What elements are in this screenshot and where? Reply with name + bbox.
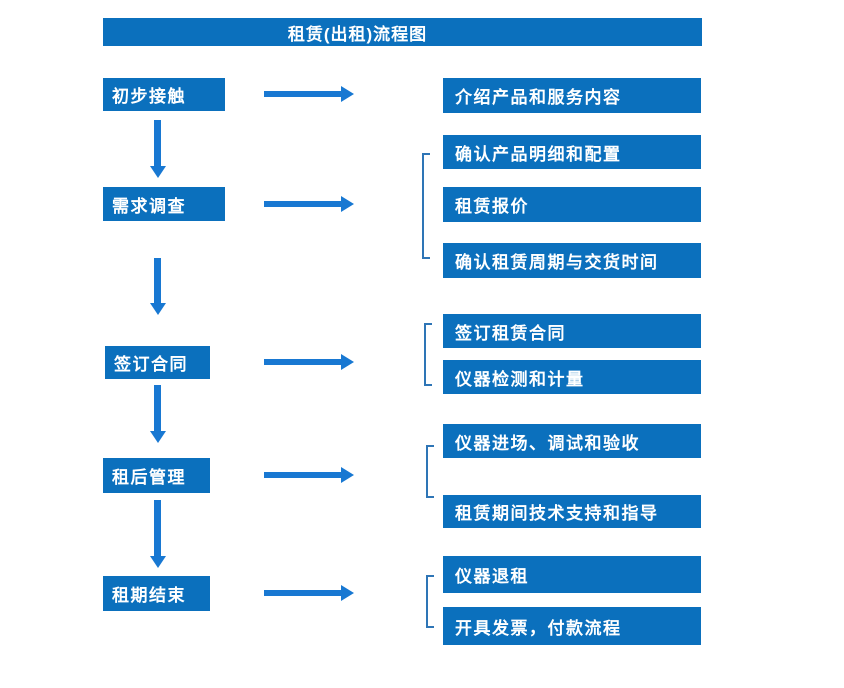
detail-label: 确认产品明细和配置 [455, 144, 622, 164]
group-bracket [422, 153, 430, 259]
step-label: 租后管理 [112, 468, 186, 487]
detail-box-technical-support: 租赁期间技术支持和指导 [443, 495, 701, 528]
detail-box-invoice-payment: 开具发票，付款流程 [443, 607, 701, 645]
detail-label: 仪器检测和计量 [455, 369, 585, 389]
arrow-head [150, 166, 166, 178]
detail-label: 介绍产品和服务内容 [455, 88, 622, 107]
flowchart-title: 租赁(出租)流程图 [287, 24, 428, 44]
flowchart-title-bar: 租赁(出租)流程图 [103, 18, 702, 46]
arrow-shaft [264, 91, 341, 97]
step-box-post-rental-management: 租后管理 [103, 458, 210, 493]
arrow-shaft [264, 359, 341, 365]
arrow-shaft [264, 472, 341, 478]
detail-label: 仪器退租 [455, 567, 529, 586]
detail-label: 签订租赁合同 [455, 323, 566, 343]
arrow-right-icon [264, 86, 354, 102]
arrow-head [341, 585, 354, 601]
detail-box-confirm-product-config: 确认产品明细和配置 [443, 135, 701, 169]
arrow-head [150, 303, 166, 315]
arrow-head [341, 354, 354, 370]
arrow-shaft [154, 258, 161, 304]
arrow-head [341, 467, 354, 483]
arrow-head [341, 86, 354, 102]
arrow-down-icon [150, 120, 166, 178]
detail-label: 租赁报价 [455, 197, 529, 216]
detail-box-instrument-testing: 仪器检测和计量 [443, 360, 701, 394]
step-box-demand-survey: 需求调查 [103, 187, 225, 221]
arrow-head [150, 431, 166, 443]
arrow-down-icon [150, 385, 166, 443]
step-box-sign-contract: 签订合同 [105, 346, 210, 379]
detail-box-introduce-products: 介绍产品和服务内容 [443, 78, 701, 113]
step-label: 签订合同 [114, 355, 188, 374]
arrow-shaft [264, 201, 341, 207]
step-label: 需求调查 [112, 196, 186, 216]
group-bracket [424, 323, 432, 386]
detail-label: 开具发票，付款流程 [455, 618, 622, 638]
detail-label: 仪器进场、调试和验收 [455, 433, 640, 453]
step-box-rental-end: 租期结束 [103, 576, 210, 611]
arrow-right-icon [264, 585, 354, 601]
arrow-shaft [154, 385, 161, 432]
arrow-shaft [264, 590, 341, 596]
detail-box-sign-rental-contract: 签订租赁合同 [443, 314, 701, 348]
arrow-shaft [154, 120, 161, 167]
arrow-right-icon [264, 196, 354, 212]
arrow-head [341, 196, 354, 212]
group-bracket [426, 445, 434, 498]
arrow-right-icon [264, 467, 354, 483]
arrow-shaft [154, 500, 161, 557]
detail-label: 确认租赁周期与交货时间 [455, 253, 659, 272]
step-label: 初步接触 [112, 87, 186, 106]
detail-box-confirm-period-delivery: 确认租赁周期与交货时间 [443, 243, 701, 278]
step-box-initial-contact: 初步接触 [103, 78, 225, 111]
detail-label: 租赁期间技术支持和指导 [455, 504, 659, 523]
arrow-down-icon [150, 500, 166, 568]
arrow-down-icon [150, 258, 166, 315]
detail-box-instrument-return: 仪器退租 [443, 556, 701, 593]
detail-box-instrument-setup-acceptance: 仪器进场、调试和验收 [443, 424, 701, 458]
group-bracket [426, 575, 434, 628]
step-label: 租期结束 [112, 586, 186, 605]
arrow-head [150, 556, 166, 568]
arrow-right-icon [264, 354, 354, 370]
detail-box-rental-quote: 租赁报价 [443, 187, 701, 222]
